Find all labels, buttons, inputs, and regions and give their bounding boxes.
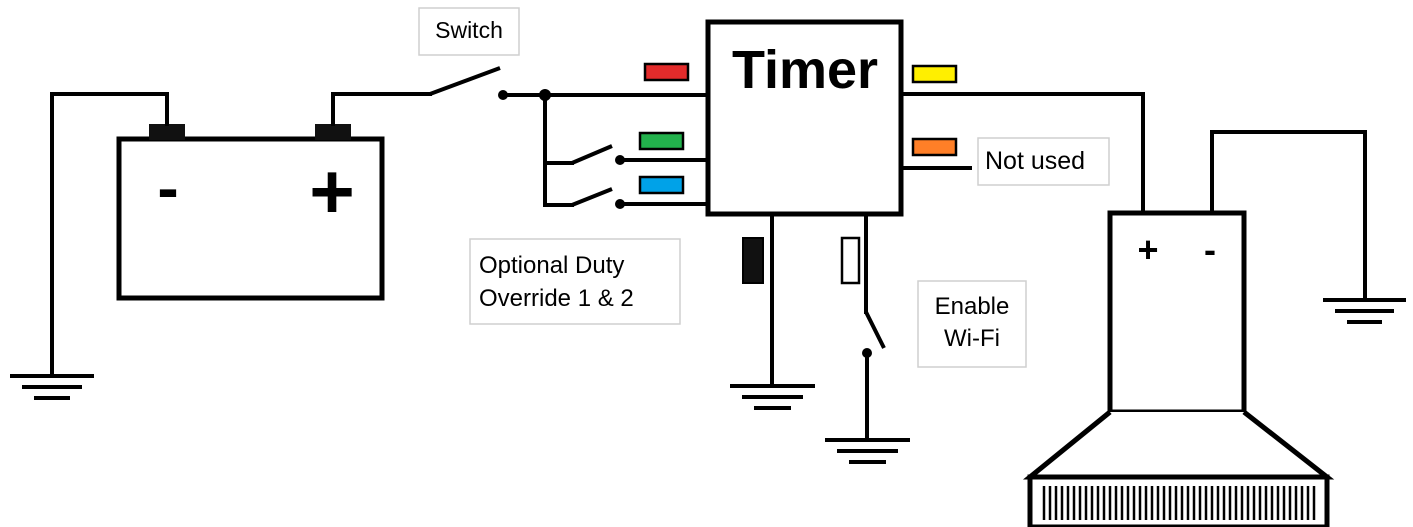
hood-canopy: [1022, 410, 1335, 480]
override-switch-2: [571, 187, 625, 209]
battery-negative-terminal: [149, 124, 185, 140]
white-wire-marker: [840, 236, 861, 285]
switch-label-box: [418, 7, 520, 56]
override-label-line1: Optional Duty: [479, 252, 624, 279]
main-switch: [429, 66, 508, 100]
override-label-box: [469, 238, 681, 325]
orange-wire-marker: [911, 137, 958, 157]
battery-positive-terminal: [315, 124, 351, 140]
range-hood-load: + -: [1022, 210, 1335, 527]
black-wire-marker: [742, 237, 764, 284]
battery-positive-wire: [331, 92, 432, 126]
wifi-label-box: [917, 280, 1027, 368]
yellow-wire-marker: [911, 64, 958, 84]
not-used-label: Not used: [985, 147, 1085, 175]
wifi-label-line1: Enable: [935, 293, 1010, 320]
ground-symbol-battery: [10, 374, 94, 400]
override-branch-wire: [543, 93, 574, 207]
wifi-label-line2: Wi-Fi: [944, 325, 1000, 352]
ground-symbol-timer: [730, 384, 815, 410]
timer-title: Timer: [732, 40, 878, 100]
battery: - +: [116, 124, 385, 301]
load-ground-wire: [1210, 130, 1367, 302]
load-plus-sign: +: [1137, 229, 1158, 270]
blue-wire-marker: [638, 175, 685, 195]
switch-label: Switch: [435, 17, 503, 43]
load-minus-sign: -: [1204, 229, 1216, 270]
ground-symbol-wifi: [825, 438, 910, 464]
ground-symbol-load: [1323, 298, 1406, 324]
hood-vent-grille: [1042, 486, 1316, 520]
battery-minus-sign: -: [157, 152, 178, 224]
timer-module: Timer: [705, 19, 904, 217]
red-wire-marker: [643, 62, 690, 82]
override-switch-1: [571, 144, 625, 165]
timer-box: [705, 19, 904, 217]
battery-ground-wire: [50, 92, 169, 378]
hood-chimney: [1107, 210, 1247, 415]
battery-body: [116, 136, 385, 301]
green-wire-marker: [638, 131, 685, 151]
override-label-line2: Override 1 & 2: [479, 285, 634, 312]
battery-plus-sign: +: [309, 147, 355, 235]
not-used-label-box: [977, 137, 1110, 186]
timer-to-load-wire: [899, 92, 1145, 215]
